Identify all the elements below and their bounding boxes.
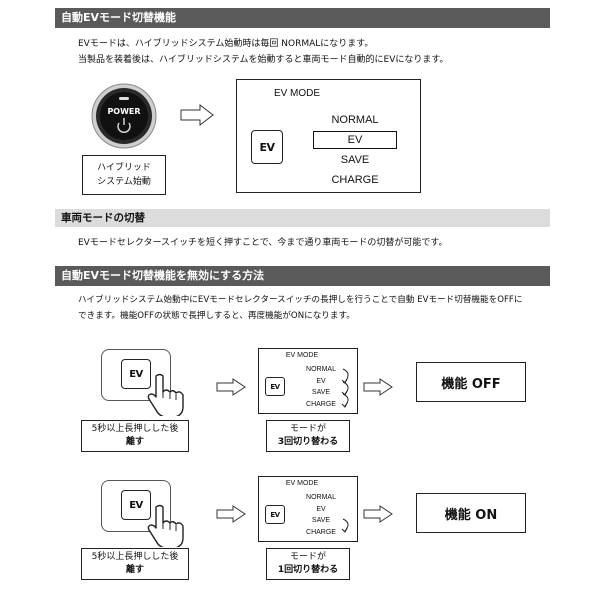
long-press-caption-line2: 離す [125, 437, 144, 447]
mode-change-caption-line2: 1回切り替わる [277, 565, 339, 575]
hybrid-start-caption-line2: システム始動 [97, 177, 151, 187]
mode-ev: EV [316, 505, 326, 513]
arrow-right-icon [216, 505, 246, 527]
section1-text-line1: EVモードは、ハイブリッドシステム始動時は毎回 NORMALになります。 [78, 39, 374, 49]
hybrid-start-caption-line1: ハイブリッド [97, 163, 151, 173]
mode-charge: CHARGE [306, 400, 336, 408]
section2-text-line1: EVモードセレクタースイッチを短く押すことで、今まで通り車両モードの切替が可能で… [78, 238, 448, 248]
section3-text-line2: できます。機能OFFの状態で長押しすると、再度機能がONになります。 [78, 311, 355, 321]
ev-switch-icon: EV [265, 377, 285, 396]
long-press-caption-row1: 5秒以上長押しした後 離す [81, 420, 189, 452]
ev-mode-panel: EV MODE EV NORMAL EV SAVE CHARGE [236, 79, 421, 193]
long-press-caption-row2: 5秒以上長押しした後 離す [81, 548, 189, 580]
mode-charge: CHARGE [331, 174, 379, 186]
long-press-caption-line1: 5秒以上長押しした後 [91, 424, 179, 434]
power-button: POWER [91, 83, 157, 149]
ev-switch-icon: EV [265, 505, 285, 524]
mode-normal: NORMAL [306, 366, 336, 373]
section1-text-line2: 当製品を装着後は、ハイブリッドシステムを始動すると車両モード自動的にEVになりま… [78, 55, 449, 65]
mode-ev: EV [316, 377, 326, 385]
arrow-right-icon [180, 103, 214, 130]
mode-change-caption-row2: モードが 1回切り替わる [266, 548, 350, 580]
mode-list: NORMAL EV SAVE CHARGE [309, 110, 401, 190]
hybrid-start-caption: ハイブリッド システム始動 [82, 155, 166, 195]
power-label: POWER [107, 107, 141, 116]
mode-normal: NORMAL [331, 114, 379, 126]
section3-text-line1: ハイブリッドシステム始動中にEVモードセレクタースイッチの長押しを行うことで自動… [78, 295, 523, 305]
ev-switch-icon: EV [251, 130, 283, 164]
mode-ev-selected: EV [313, 131, 397, 149]
ev-mode-panel-title: EV MODE [285, 352, 319, 359]
ev-mode-panel-title: EV MODE [285, 480, 319, 487]
long-press-caption-line2: 離す [125, 565, 144, 575]
ev-mode-panel-row2: EV MODE EV NORMAL EV SAVE CHARGE [258, 476, 358, 542]
arrow-right-icon [363, 378, 393, 400]
mode-normal: NORMAL [306, 494, 336, 501]
mode-change-caption-line1: モードが [289, 552, 326, 562]
section-header-auto-ev: 自動EVモード切替機能 [55, 8, 550, 28]
result-function-on: 機能 ON [416, 493, 526, 533]
mode-change-caption-line1: モードが [289, 424, 326, 434]
mode-charge: CHARGE [306, 528, 336, 536]
mode-list: NORMAL EV SAVE CHARGE [297, 364, 345, 410]
ev-mode-panel-row1: EV MODE EV NORMAL EV SAVE CHARGE [258, 348, 358, 414]
finger-press-icon [146, 503, 188, 551]
mode-change-caption-row1: モードが 3回切り替わる [266, 420, 350, 452]
arrow-right-icon [363, 505, 393, 527]
mode-change-caption-line2: 3回切り替わる [277, 437, 339, 447]
finger-press-icon [146, 372, 188, 420]
mode-save: SAVE [311, 517, 331, 524]
mode-save: SAVE [311, 389, 331, 396]
cycle-arrow-icon [339, 517, 355, 539]
long-press-caption-line1: 5秒以上長押しした後 [91, 552, 179, 562]
mode-save: SAVE [340, 154, 370, 166]
ev-switch-icon: EV [121, 359, 151, 389]
result-function-off: 機能 OFF [416, 362, 526, 402]
mode-list: NORMAL EV SAVE CHARGE [297, 492, 345, 538]
ev-mode-panel-title: EV MODE [273, 88, 321, 99]
section-header-disable: 自動EVモード切替機能を無効にする方法 [55, 266, 550, 286]
ev-switch-icon: EV [121, 490, 151, 520]
arrow-right-icon [216, 378, 246, 400]
section-header-mode-switch: 車両モードの切替 [55, 209, 550, 227]
cycle-arrows-icon [339, 366, 355, 414]
